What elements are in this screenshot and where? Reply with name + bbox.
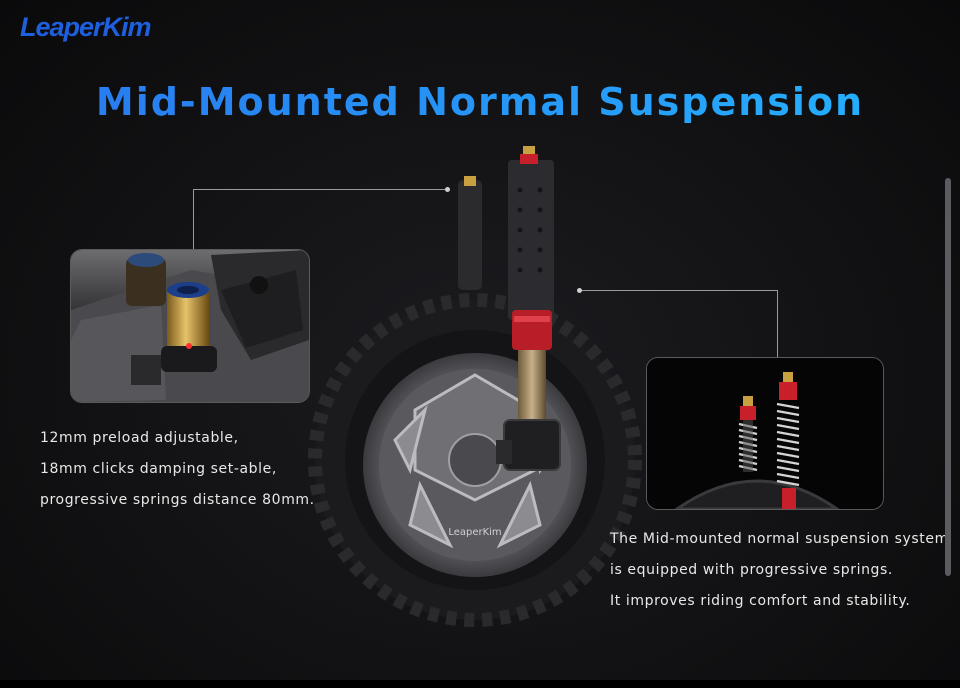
right-callout-line-v bbox=[777, 290, 778, 358]
preload-adjuster-inset bbox=[70, 249, 310, 403]
right-caption-line: is equipped with progressive springs. bbox=[610, 562, 893, 578]
left-caption: 12mm preload adjustable, 18mm clicks dam… bbox=[40, 423, 315, 516]
right-caption: The Mid-mounted normal suspension system… bbox=[610, 524, 949, 617]
left-caption-line: progressive springs distance 80mm. bbox=[40, 492, 315, 508]
left-callout-line-h bbox=[193, 189, 448, 190]
brand-logo: LeaperKim bbox=[20, 12, 152, 42]
left-caption-line: 18mm clicks damping set-able, bbox=[40, 461, 277, 477]
page-title: Mid-Mounted Normal Suspension bbox=[0, 80, 960, 124]
right-callout-line-h bbox=[580, 290, 777, 291]
left-caption-line: 12mm preload adjustable, bbox=[40, 430, 239, 446]
left-callout-dot bbox=[445, 187, 450, 192]
hub-brand-text: LeaperKim bbox=[448, 527, 501, 538]
scrollbar[interactable] bbox=[945, 178, 951, 576]
right-caption-line: It improves riding comfort and stability… bbox=[610, 593, 911, 609]
springs-inset bbox=[646, 357, 884, 510]
left-callout-line-v bbox=[193, 189, 194, 249]
right-caption-line: The Mid-mounted normal suspension system bbox=[610, 531, 949, 547]
bottom-edge bbox=[0, 680, 960, 688]
right-callout-dot bbox=[577, 288, 582, 293]
wheel-suspension-render: LeaperKim bbox=[308, 146, 642, 627]
springs-image bbox=[647, 358, 883, 509]
preload-adjuster-image bbox=[71, 250, 309, 402]
